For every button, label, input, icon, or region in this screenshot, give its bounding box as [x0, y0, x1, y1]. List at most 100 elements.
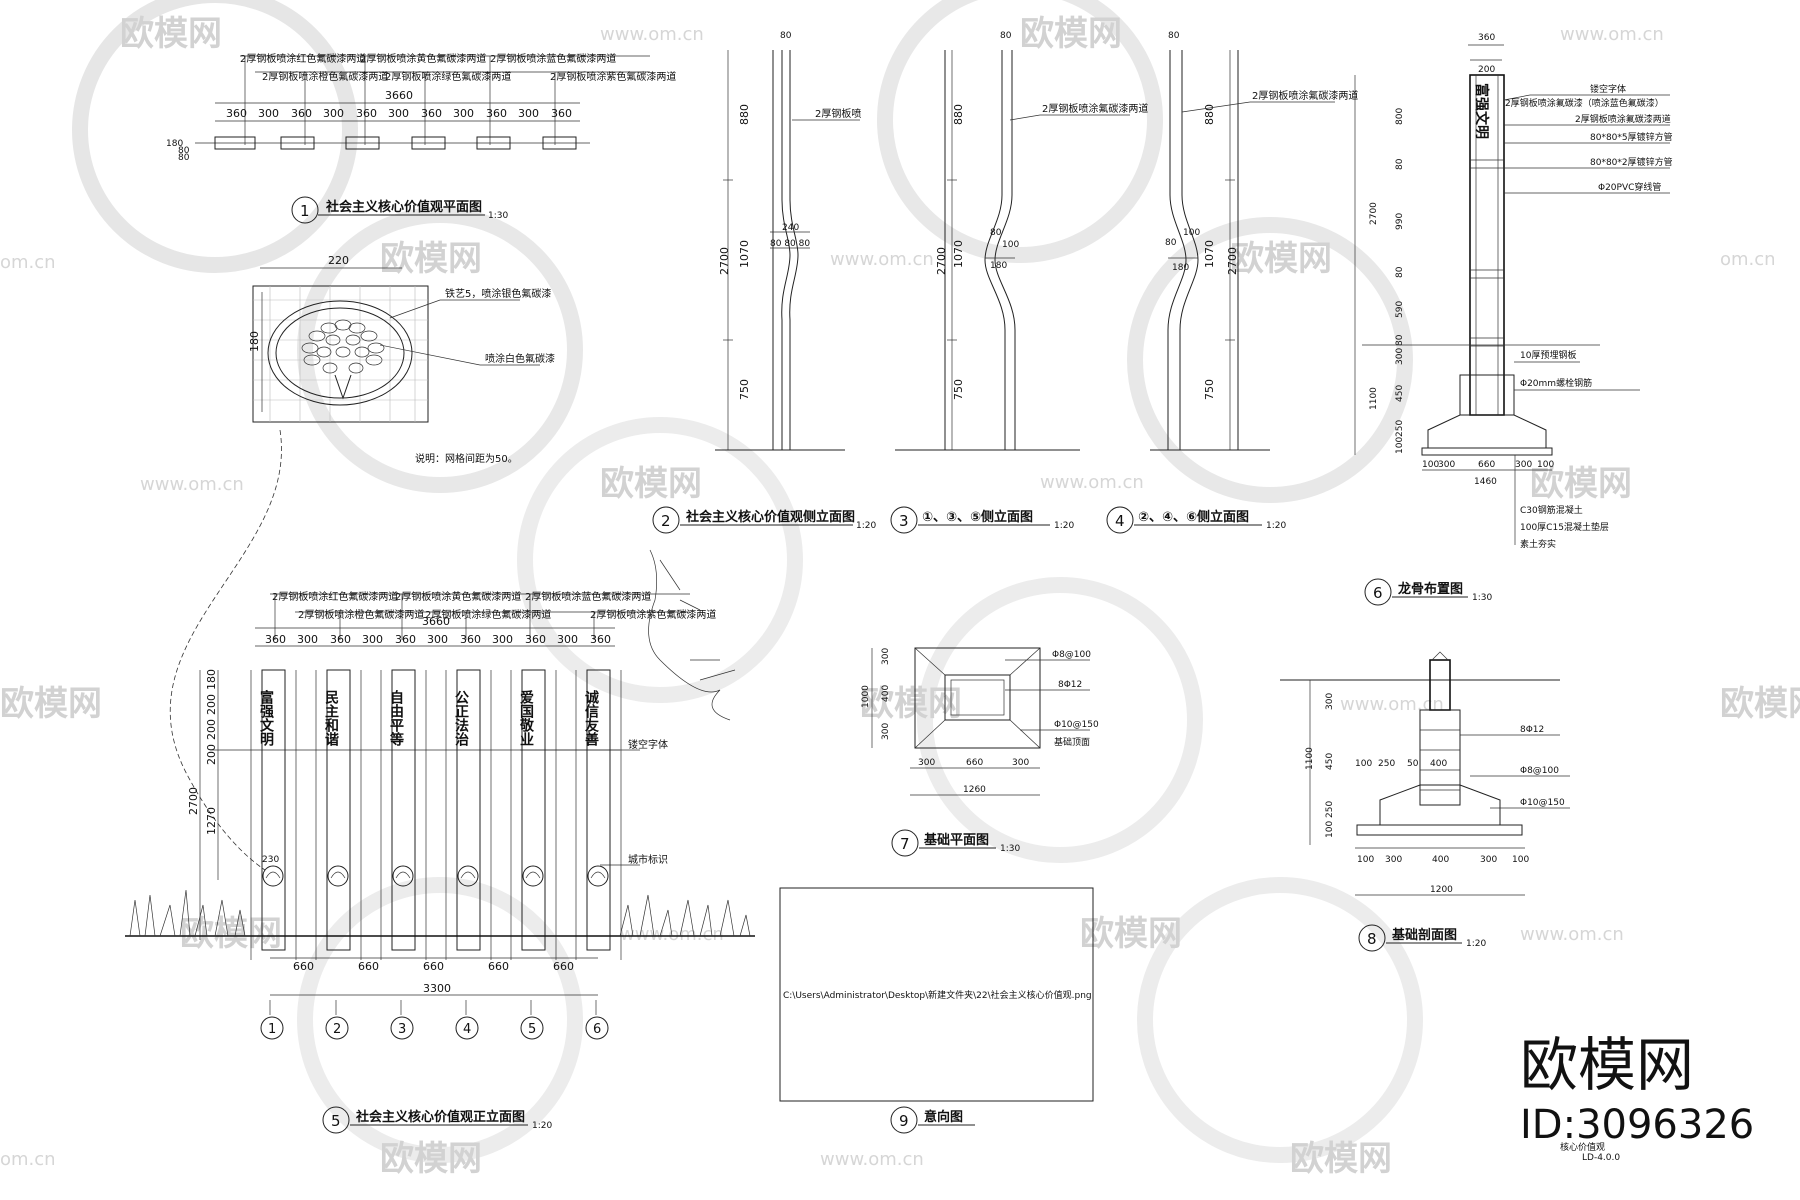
axis-marker-4 [455, 1016, 479, 1040]
elev3-top: 80 [1000, 31, 1012, 41]
elev4-top: 80 [1168, 31, 1180, 41]
front-bottom-dim: 660 [488, 960, 509, 973]
front-note-4: 2厚钢板喷涂绿色氟碳漆两道 [425, 608, 551, 621]
fsec-bottom-dim: 300 [1480, 855, 1497, 865]
title-scale-2: 1:20 [856, 521, 876, 531]
plan-pole-3 [345, 136, 380, 150]
fsec-bottom-dim: 400 [1432, 855, 1449, 865]
fsec-total: 1100 [1305, 747, 1315, 770]
front-bottom-dim: 660 [553, 960, 574, 973]
keel-note: 10厚预埋钢板 [1520, 349, 1576, 361]
front-dim: 360 [265, 633, 286, 646]
keel-dim-total: 1100 [1369, 387, 1379, 410]
plan-note-5: 2厚钢板喷涂蓝色氟碳漆两道 [490, 52, 616, 65]
watermark-circle-2 [877, 0, 1163, 263]
front-elevation: 2厚钢板喷涂红色氟碳漆两道 2厚钢板喷涂橙色氟碳漆两道 2厚钢板喷涂黄色氟碳漆两… [125, 549, 755, 1134]
fsec-dim: 250 [1325, 801, 1335, 818]
keel-footing [1427, 414, 1547, 449]
keel-bottom-dim: 100 [1537, 460, 1554, 470]
elev3-note: 2厚钢板喷涂氟碳漆两道 [1042, 102, 1148, 115]
watermark-brand: 欧模网 [600, 464, 702, 504]
axis-label-4: 4 [463, 1022, 471, 1037]
front-dim: 300 [492, 633, 513, 646]
plan-depth-dim: 80 [178, 146, 190, 156]
front-bottom-total: 3300 [423, 982, 451, 995]
reference-image-path: C:\Users\Administrator\Desktop\新建文件夹\22\… [783, 989, 1092, 1001]
fplan-bottom-total: 1260 [963, 785, 986, 795]
plan-pole-4 [411, 136, 446, 150]
elev2-top: 80 [780, 31, 792, 41]
plan-total-dim: 3660 [385, 89, 413, 102]
elev4-w2: 100 [1183, 228, 1200, 238]
watermark-circle-6 [917, 577, 1203, 863]
watermark-brand: 欧模网 [1080, 914, 1182, 954]
axis-label-5: 5 [528, 1022, 536, 1037]
pole-text-2: 民主和谐 [323, 690, 339, 747]
front-dim: 360 [330, 633, 351, 646]
keel-note: C30钢筋混凝土 [1520, 504, 1583, 516]
keel-note: Φ20mm螺栓钢筋 [1520, 377, 1592, 389]
watermark-url: www.om.cn [820, 1149, 924, 1170]
keel-top-dim: 200 [1478, 65, 1495, 75]
elev4-note: 2厚钢板喷涂氟碳漆两道 [1252, 89, 1358, 102]
plan-note-2: 2厚钢板喷涂橙色氟碳漆两道 [262, 70, 388, 83]
front-dim: 300 [557, 633, 578, 646]
keel-dim: 590 [1395, 301, 1405, 318]
front-dim: 300 [297, 633, 318, 646]
fplan-dim: 400 [881, 685, 891, 702]
watermark-circle-5 [517, 417, 803, 703]
keel-note: 80*80*2厚镀锌方管 [1590, 156, 1673, 168]
axis-label-1: 1 [268, 1022, 276, 1037]
detail-note-2: 喷涂白色氟碳漆 [485, 352, 555, 365]
elev4-total: 2700 [1226, 247, 1239, 275]
front-bottom-dim: 660 [423, 960, 444, 973]
fsec-note: Φ8@100 [1520, 766, 1559, 776]
watermark-brand: 欧模网 [180, 914, 282, 954]
watermark-url: www.om.cn [1560, 24, 1664, 45]
title-scale-8: 1:20 [1466, 939, 1486, 949]
title-number-7: 7 [900, 835, 910, 853]
front-left-dim: 1270 [205, 807, 218, 835]
plan-dim: 360 [421, 107, 442, 120]
elev2-total: 2700 [718, 247, 731, 275]
keel-bottom-total: 1460 [1474, 477, 1497, 487]
axis-marker-3 [390, 1016, 414, 1040]
watermark-url: www.om.cn [140, 474, 244, 495]
keel-dim: 300 [1395, 348, 1405, 365]
title-elev-135: ①、③、⑤侧立面图 [922, 509, 1033, 525]
keel-note: 素土夯实 [1520, 538, 1556, 550]
fsec-bottom-total: 1200 [1430, 885, 1453, 895]
plan-view: 2厚钢板喷涂红色氟碳漆两道 2厚钢板喷涂橙色氟碳漆两道 2厚钢板喷涂黄色氟碳漆两… [166, 52, 676, 224]
sheet-number: LD-4.0.0 [1582, 1153, 1620, 1163]
pole-text-4: 公正法治 [453, 690, 469, 747]
watermark-url: www.om.cn [1340, 694, 1444, 715]
title-bubble-4 [1106, 506, 1134, 534]
keel-bottom-dim: 100 [1422, 460, 1439, 470]
front-dim: 300 [427, 633, 448, 646]
title-number-9: 9 [899, 1112, 909, 1130]
elev2-dim: 880 [738, 104, 751, 125]
keel-dim: 100 [1395, 437, 1405, 454]
keel-dim: 990 [1395, 213, 1405, 230]
detail-caption: 说明：网格间距为50。 [415, 452, 518, 465]
watermark-url: om.cn [0, 1149, 56, 1170]
pole-text-3: 自由平等 [388, 689, 404, 747]
front-dim: 300 [362, 633, 383, 646]
sheet-label: 核心价值观 [1560, 1141, 1605, 1153]
plan-dim: 300 [258, 107, 279, 120]
title-side-elevation: 社会主义核心价值观侧立面图 [685, 509, 855, 525]
plan-depth-dim: 80 [178, 153, 190, 163]
elev2-mid-parts: 80 80 80 [770, 239, 810, 249]
title-scale-7: 1:30 [1000, 844, 1020, 854]
fsec-bottom-dim: 300 [1385, 855, 1402, 865]
front-pole-4: 公正法治 [445, 669, 492, 960]
fsec-note: 8Φ12 [1520, 725, 1544, 735]
fsec-dim: 450 [1325, 753, 1335, 770]
plan-note-6: 2厚钢板喷涂紫色氟碳漆两道 [550, 70, 676, 83]
plan-dim: 360 [226, 107, 247, 120]
plan-note-3: 2厚钢板喷涂黄色氟碳漆两道 [360, 52, 486, 65]
front-left-dim: 200 [205, 719, 218, 740]
detail-note-1: 铁艺5，喷涂银色氟碳漆 [445, 287, 551, 300]
elev2-dim: 750 [738, 379, 751, 400]
keel-note: Φ20PVC穿线管 [1598, 181, 1661, 193]
